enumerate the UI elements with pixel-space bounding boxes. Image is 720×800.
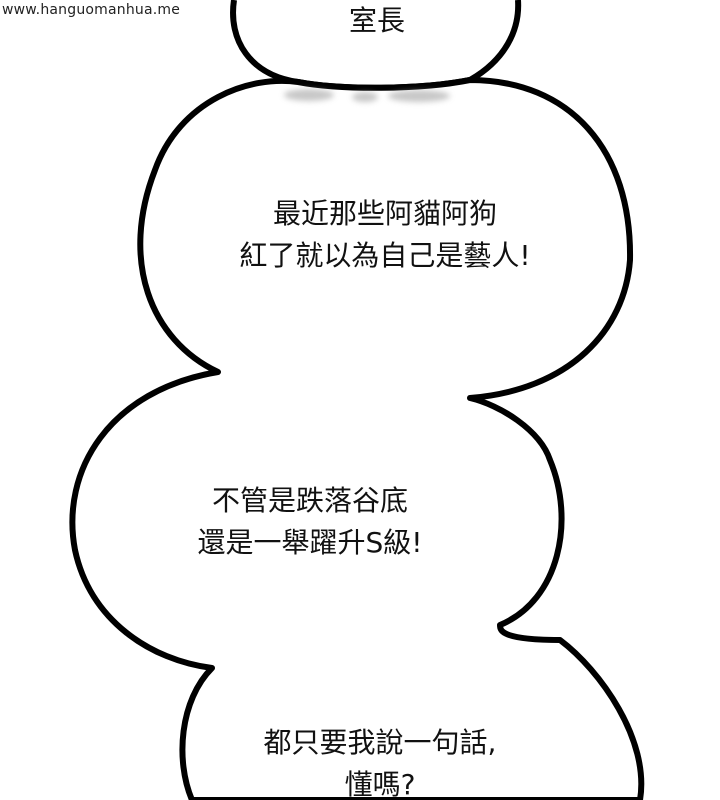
dialogue-line: 室長	[348, 4, 405, 37]
dialogue-line: 最近那些阿貓阿狗	[272, 197, 497, 230]
dialogue-line: 懂嗎?	[344, 768, 416, 800]
blur-smudge	[352, 92, 378, 102]
dialogue-line: 不管是跌落谷底	[211, 484, 408, 517]
balloon-1-text: 最近那些阿貓阿狗 紅了就以為自己是藝人!	[205, 193, 565, 277]
dialogue-line: 還是一舉躍升S級!	[197, 526, 423, 559]
top-balloon-text: 室長	[330, 0, 424, 42]
balloon-2-text: 不管是跌落谷底 還是一舉躍升S級!	[165, 480, 455, 564]
site-watermark: www.hanguomanhua.me	[2, 2, 181, 18]
blur-smudge	[388, 90, 450, 102]
main-speech-balloon-outline	[69, 77, 645, 800]
blur-smudge	[284, 89, 334, 101]
balloon-3-text: 都只要我說一句話, 懂嗎?	[230, 722, 530, 800]
dialogue-line: 都只要我說一句話,	[263, 726, 497, 759]
dialogue-line: 紅了就以為自己是藝人!	[239, 239, 531, 272]
